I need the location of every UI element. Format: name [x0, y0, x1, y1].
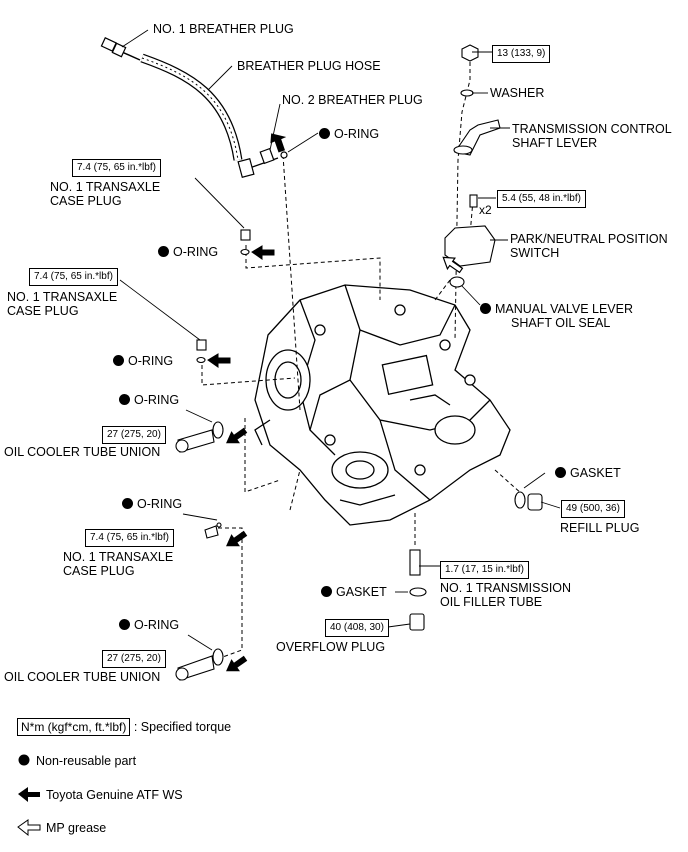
- label-oring-2: O-RING: [158, 245, 218, 259]
- label-refill-plug: REFILL PLUG: [560, 521, 640, 535]
- legend-torque-box: N*m (kgf*cm, ft.*lbf): [17, 718, 131, 736]
- label-cooler-union-1: OIL COOLER TUBE UNION: [4, 445, 161, 459]
- label-mvl-a: MANUAL VALVE LEVER: [480, 302, 633, 316]
- label-case-plug-1a: NO. 1 TRANSAXLE: [50, 180, 161, 194]
- label-x2: x2: [479, 203, 492, 217]
- torque-union-2: 27 (275, 20): [102, 650, 166, 668]
- label-case-plug-3a: NO. 1 TRANSAXLE: [63, 550, 174, 564]
- label-case-plug-1b: CASE PLUG: [50, 194, 122, 208]
- legend-torque-desc: : Specified torque: [133, 720, 232, 734]
- legend-nonreusable: Non-reusable part: [36, 754, 137, 768]
- label-no2-breather-plug: NO. 2 BREATHER PLUG: [282, 93, 423, 107]
- label-case-plug-3b: CASE PLUG: [63, 564, 135, 578]
- torque-case-plug-1: 7.4 (75, 65 in.*lbf): [72, 159, 161, 177]
- torque-filler: 1.7 (17, 15 in.*lbf): [440, 561, 529, 579]
- torque-overflow: 40 (408, 30): [325, 619, 389, 637]
- torque-refill: 49 (500, 36): [561, 500, 625, 518]
- label-washer: WASHER: [490, 86, 545, 100]
- label-mvl-b: SHAFT OIL SEAL: [511, 316, 611, 330]
- label-oring-1: O-RING: [319, 127, 379, 141]
- label-gasket-1: GASKET: [555, 466, 621, 480]
- label-filler-b: OIL FILLER TUBE: [440, 595, 543, 609]
- label-overflow-plug: OVERFLOW PLUG: [276, 640, 386, 654]
- torque-nut: 13 (133, 9): [492, 45, 551, 63]
- label-filler-a: NO. 1 TRANSMISSION: [440, 581, 572, 595]
- label-case-plug-2b: CASE PLUG: [7, 304, 79, 318]
- label-tcs-lever-a: TRANSMISSION CONTROL: [512, 122, 672, 136]
- label-breather-plug-hose: BREATHER PLUG HOSE: [237, 59, 381, 73]
- torque-pnp-bolt: 5.4 (55, 48 in.*lbf): [497, 190, 586, 208]
- label-no1-breather-plug: NO. 1 BREATHER PLUG: [153, 22, 294, 36]
- torque-union-1: 27 (275, 20): [102, 426, 166, 444]
- label-case-plug-2a: NO. 1 TRANSAXLE: [7, 290, 118, 304]
- torque-case-plug-3: 7.4 (75, 65 in.*lbf): [85, 529, 174, 547]
- label-oring-6: O-RING: [119, 618, 179, 632]
- legend-grease: MP grease: [46, 821, 107, 835]
- transaxle-case: [254, 284, 511, 526]
- label-oring-5: O-RING: [122, 497, 182, 511]
- label-tcs-lever-b: SHAFT LEVER: [512, 136, 598, 150]
- label-oring-3: O-RING: [113, 354, 173, 368]
- torque-case-plug-2: 7.4 (75, 65 in.*lbf): [29, 268, 118, 286]
- label-pnp-a: PARK/NEUTRAL POSITION: [510, 232, 668, 246]
- label-pnp-b: SWITCH: [510, 246, 560, 260]
- label-oring-4: O-RING: [119, 393, 179, 407]
- label-gasket-2: GASKET: [321, 585, 387, 599]
- nonreusable-dot: [319, 128, 330, 139]
- legend-torque: N*m (kgf*cm, ft.*lbf) : Specified torque: [17, 718, 231, 736]
- breather-plug-hose-art: [100, 37, 288, 179]
- legend-atf: Toyota Genuine ATF WS: [46, 788, 183, 802]
- label-cooler-union-2: OIL COOLER TUBE UNION: [4, 670, 161, 684]
